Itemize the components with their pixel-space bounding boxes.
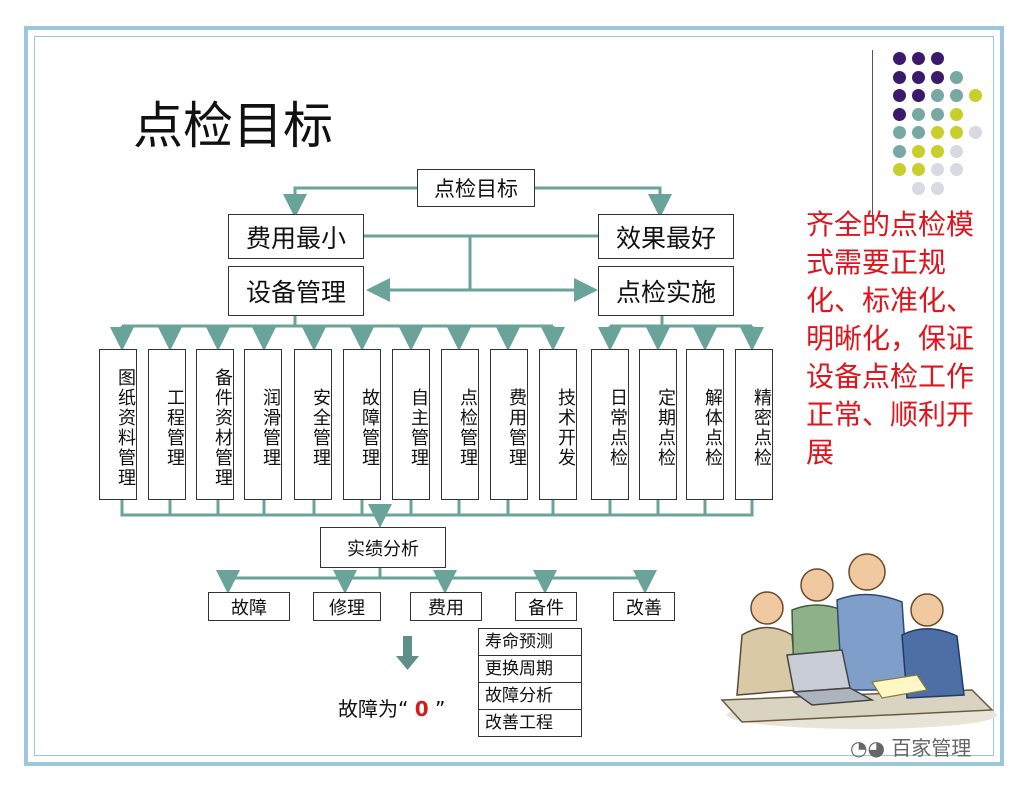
- decorative-dot: [931, 107, 944, 121]
- impl-item-2: 解体点检: [686, 349, 724, 500]
- goal-suffix: ”: [435, 697, 446, 721]
- decorative-dot: [912, 163, 925, 176]
- decorative-dot: [912, 89, 925, 102]
- mgmt-item-7: 点检管理: [441, 349, 479, 500]
- result-list: 寿命预测 更换周期 故障分析 改善工程: [478, 628, 582, 737]
- min-cost-box: 费用最小: [228, 214, 364, 259]
- mgmt-item-6: 自主管理: [392, 349, 430, 500]
- decorative-dot: [893, 52, 906, 65]
- decorative-dot: [912, 70, 925, 84]
- divider-line: [872, 50, 873, 220]
- decorative-dot: [893, 70, 906, 84]
- slide-frame-outer: [24, 26, 1004, 766]
- analysis-item-2: 费用: [410, 592, 482, 621]
- decorative-dot: [969, 126, 982, 139]
- goal-zero: 0: [414, 697, 429, 721]
- mgmt-item-5: 故障管理: [343, 349, 381, 500]
- decorative-dot: [931, 144, 944, 158]
- watermark-text: 百家管理: [891, 736, 972, 760]
- equipment-mgmt-box: 设备管理: [228, 266, 364, 316]
- result-list-item: 改善工程: [485, 713, 553, 733]
- result-list-item: 更换周期: [479, 656, 581, 683]
- analysis-box: 实绩分析: [320, 527, 446, 568]
- mgmt-item-0: 图纸资料管理: [99, 349, 137, 500]
- decorative-dot: [931, 52, 944, 65]
- analysis-item-0: 故障: [208, 592, 290, 621]
- analysis-item-4: 改善: [613, 592, 675, 621]
- mgmt-item-1: 工程管理: [148, 349, 186, 500]
- slide-frame-inner: [34, 36, 994, 756]
- mgmt-item-9: 技术开发: [539, 349, 577, 500]
- decorative-dot: [950, 70, 963, 84]
- decorative-dot: [950, 163, 963, 176]
- slogan-text: 齐全的点检模式需要正规化、标准化、明晰化，保证设备点检工作正常、顺利开展: [806, 208, 975, 469]
- zero-fault-goal: 故障为“ 0 ”: [338, 693, 445, 722]
- decorative-dot: [893, 107, 906, 121]
- decorative-dot: [893, 89, 906, 102]
- decorative-dot: [931, 163, 944, 176]
- decorative-dot: [969, 89, 982, 102]
- decorative-dot: [950, 107, 963, 121]
- mgmt-item-2: 备件资材管理: [196, 349, 234, 500]
- decorative-dot: [950, 126, 963, 139]
- result-list-item: 故障分析: [479, 683, 581, 710]
- mgmt-item-4: 安全管理: [294, 349, 332, 500]
- decorative-dot: [931, 181, 944, 195]
- mgmt-item-8: 费用管理: [490, 349, 528, 500]
- meeting-illustration: [720, 553, 997, 729]
- decorative-dot: [912, 144, 925, 158]
- decorative-dot: [950, 89, 963, 102]
- wechat-icon: ◔◕: [850, 736, 885, 760]
- goal-prefix: 故障为“: [338, 697, 409, 721]
- impl-item-1: 定期点检: [639, 349, 677, 500]
- decorative-dot: [912, 107, 925, 121]
- watermark: ◔◕ 百家管理: [850, 732, 971, 761]
- decorative-dot: [950, 144, 963, 158]
- mgmt-item-3: 润滑管理: [244, 349, 282, 500]
- decorative-dot: [893, 144, 906, 158]
- down-arrow-icon: [396, 636, 419, 670]
- impl-item-3: 精密点检: [735, 349, 773, 500]
- decorative-dot: [912, 181, 925, 195]
- decorative-dot: [912, 126, 925, 139]
- impl-item-0: 日常点检: [591, 349, 629, 500]
- best-effect-box: 效果最好: [598, 214, 734, 259]
- decorative-dot: [912, 52, 925, 65]
- root-goal-box: 点检目标: [417, 169, 535, 207]
- result-list-item: 寿命预测: [479, 629, 581, 656]
- slide-title: 点检目标: [133, 97, 333, 155]
- analysis-item-3: 备件: [515, 592, 577, 621]
- inspection-impl-box: 点检实施: [598, 266, 734, 316]
- decorative-dot: [893, 163, 906, 176]
- analysis-item-1: 修理: [313, 592, 381, 621]
- decorative-dot: [931, 70, 944, 84]
- decorative-dot: [893, 126, 906, 139]
- decorative-dot: [931, 126, 944, 139]
- decorative-dot: [931, 89, 944, 102]
